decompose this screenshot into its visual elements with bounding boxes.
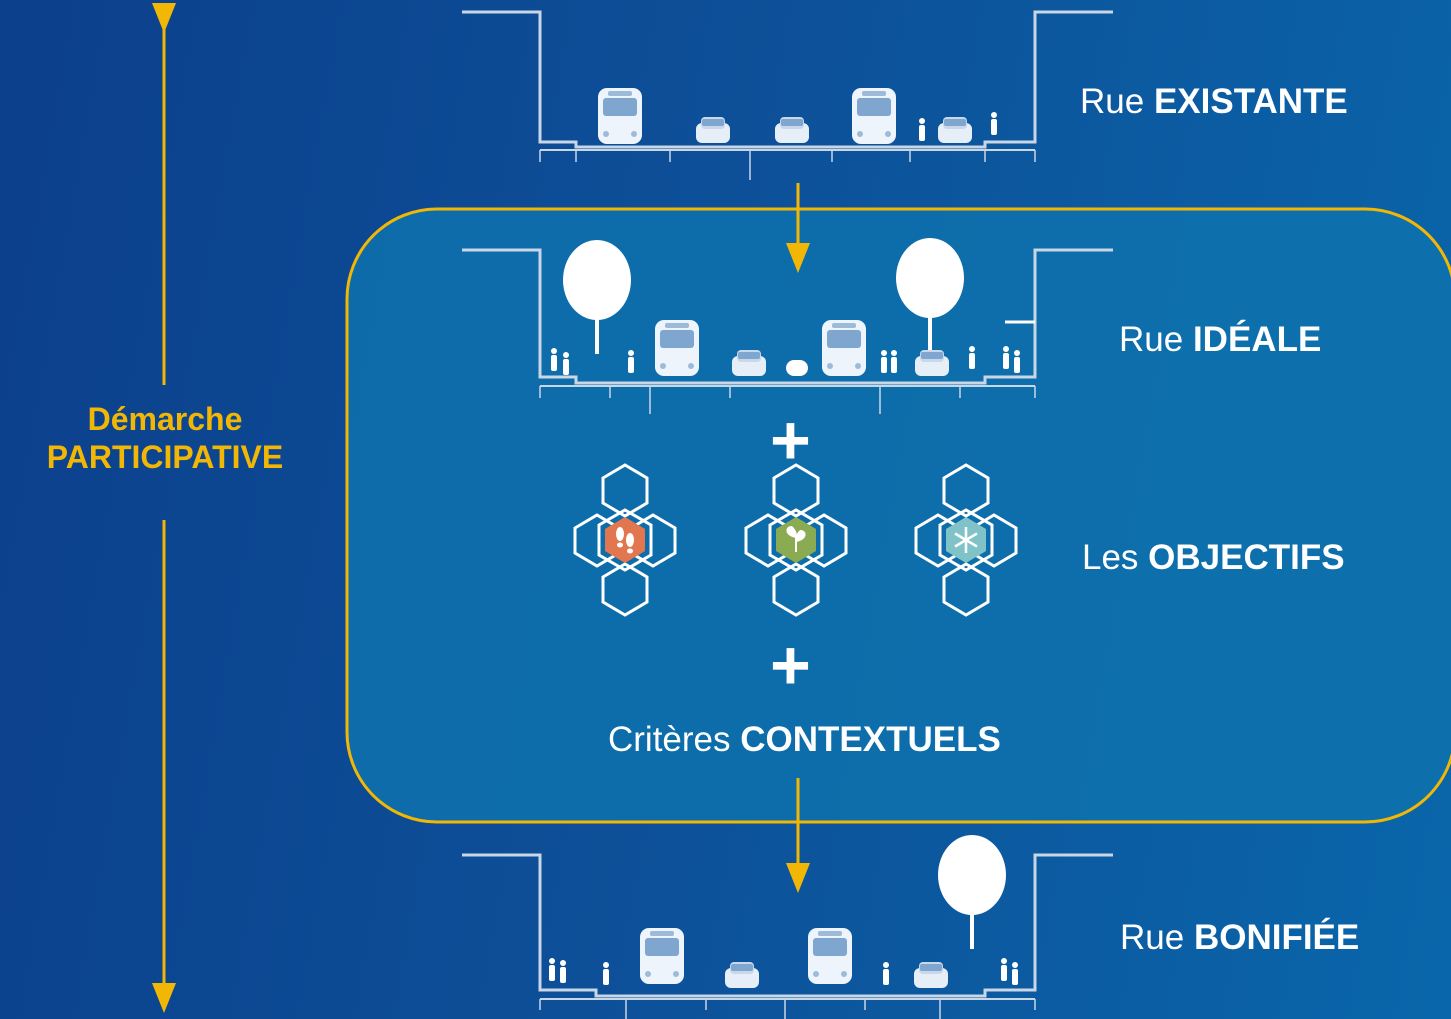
process-label-line1: Démarche: [87, 401, 243, 437]
ideal-street-panel: [345, 207, 1451, 824]
label-improved-street: Rue BONIFIÉE: [1120, 918, 1360, 957]
street-section-existing: [462, 10, 1113, 180]
plus-operator-2: +: [770, 626, 811, 704]
objective-cluster-winter: [914, 463, 1018, 617]
objective-cluster-environment: [744, 463, 848, 617]
pedestrian-footprints-icon: [616, 527, 634, 554]
street-section-ideal: [462, 238, 1113, 414]
process-label: Démarche PARTICIPATIVE: [0, 400, 330, 476]
label-ideal-street: Rue IDÉALE: [1119, 320, 1322, 359]
process-label-line2: PARTICIPATIVE: [46, 439, 284, 475]
snowflake-icon: [954, 527, 978, 553]
street-section-improved: [462, 835, 1113, 1019]
objective-cluster-mobility: [573, 463, 677, 617]
label-contextual-criteria: Critères CONTEXTUELS: [608, 720, 1001, 759]
leaf-plant-icon: [786, 526, 806, 552]
label-existing-street: Rue EXISTANTE: [1080, 82, 1348, 121]
label-objectives: Les OBJECTIFS: [1082, 538, 1345, 577]
plus-operator-1: +: [770, 401, 811, 479]
